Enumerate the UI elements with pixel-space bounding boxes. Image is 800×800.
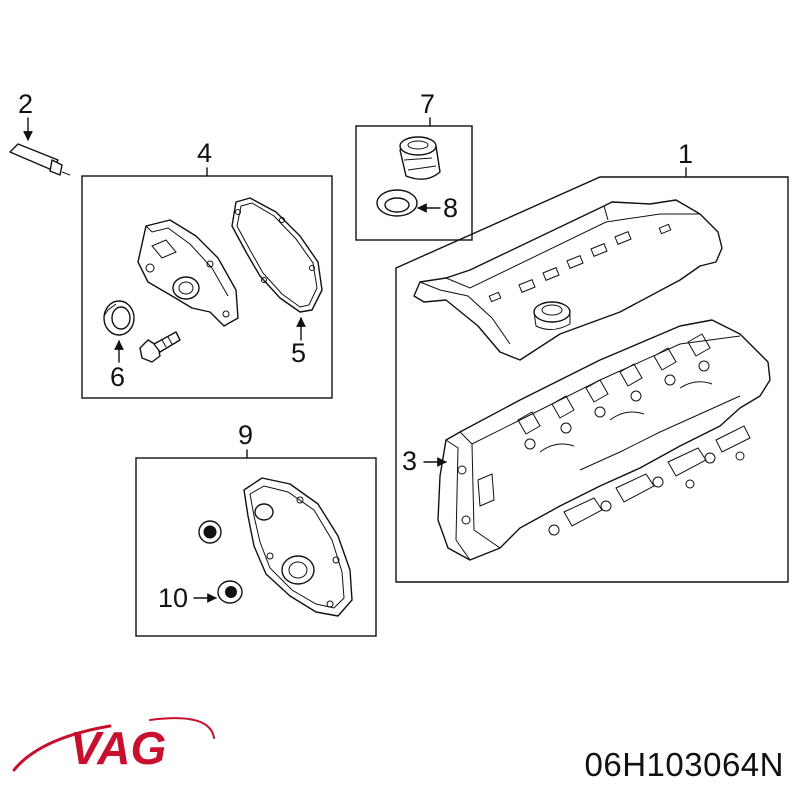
callout-3: 3 [402, 446, 417, 476]
cap-seal [376, 189, 418, 217]
callout-6: 6 [110, 362, 125, 392]
rear-seal-lower [217, 580, 243, 604]
oil-cap-group: 7 8 [355, 89, 473, 241]
part-number: 06H103064N [585, 746, 785, 783]
sealant-tube-nozzle [49, 159, 63, 176]
cylinder-head-box [395, 176, 789, 583]
oil-filler-cap [399, 136, 441, 180]
valve-cover [413, 199, 723, 361]
callout-4: 4 [197, 138, 212, 168]
callout-1: 1 [678, 139, 693, 169]
timing-cover-group: 4 5 6 [81, 138, 333, 399]
callout-2: 2 [18, 89, 33, 119]
intake-ports [548, 395, 751, 536]
rear-cover-group: 9 10 [135, 420, 377, 637]
sealant-tube-part: 2 [9, 89, 71, 176]
oil-cap-box [355, 125, 473, 241]
rear-cover [243, 477, 353, 617]
timing-cover-box [81, 175, 333, 399]
cover-bolt [139, 331, 181, 363]
callout-5: 5 [291, 338, 306, 368]
timing-cover [137, 219, 239, 327]
shaft-seal [103, 300, 135, 336]
rear-cover-box [135, 457, 377, 637]
camshaft-towers [517, 333, 713, 453]
rear-seal-upper [198, 520, 222, 544]
callout-10: 10 [158, 583, 188, 613]
brand-name: VAG [70, 722, 166, 774]
sealant-tube-tip [61, 171, 71, 176]
callout-7: 7 [420, 89, 435, 119]
cylinder-head [437, 319, 771, 561]
sealant-tube-body [9, 143, 59, 171]
callout-9: 9 [238, 420, 253, 450]
cover-gasket [231, 197, 323, 313]
vag-logo: VAG [12, 717, 215, 774]
cylinder-head-group: 1 [395, 139, 789, 583]
callout-8: 8 [443, 193, 458, 223]
